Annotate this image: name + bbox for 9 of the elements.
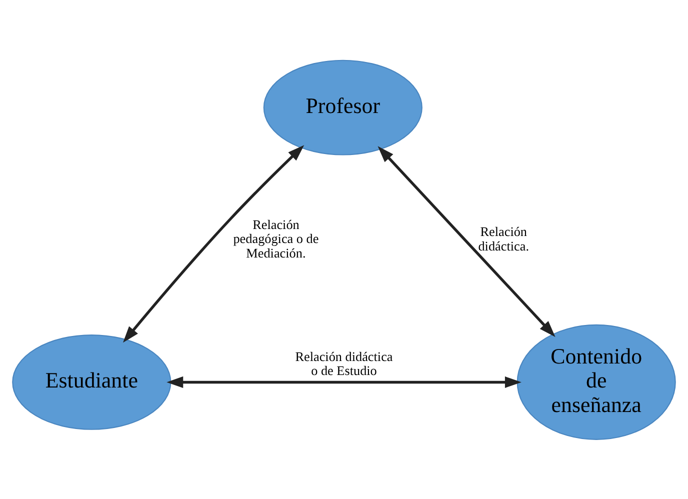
arrow bbox=[166, 376, 522, 388]
node-ellipse: Estudiante bbox=[12, 334, 172, 430]
edge-label: Relación didáctica. bbox=[478, 224, 530, 253]
arrow bbox=[378, 146, 556, 337]
edge-label: Relación pedagógica o de Mediación. bbox=[233, 216, 319, 260]
node-ellipse: Profesor bbox=[263, 59, 422, 155]
arrow bbox=[122, 144, 304, 342]
edge-label: Relación didáctica o de Estudio bbox=[295, 348, 393, 378]
node-ellipse: Contenido de enseñanza bbox=[516, 324, 676, 440]
